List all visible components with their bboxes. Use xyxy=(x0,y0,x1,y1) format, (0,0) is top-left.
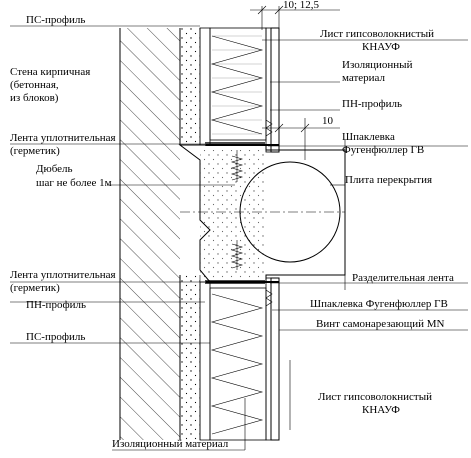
label-wall-2: (бетонная, xyxy=(10,79,59,91)
label-wall: Стена кирпичная xyxy=(10,66,90,78)
label-sealing-tape-top-2: (герметик) xyxy=(10,145,60,157)
label-dowel: Дюбель xyxy=(36,163,73,175)
label-ps-profile-bottom: ПС-профиль xyxy=(26,331,85,343)
plaster-layer xyxy=(180,28,201,440)
label-pn-profile-left: ПН-профиль xyxy=(26,299,86,311)
label-sealing-tape-top: Лента уплотнительная xyxy=(10,132,116,144)
dim-top-label: 10; 12,5 xyxy=(283,0,320,11)
label-pn-profile-right: ПН-профиль xyxy=(342,98,402,110)
label-wall-3: из блоков) xyxy=(10,92,59,104)
label-screw: Винт самонарезающий MN xyxy=(316,318,445,330)
label-gypsum-bottom: Лист гипсоволокнистый xyxy=(318,391,432,403)
label-gypsum-top-2: КНАУФ xyxy=(362,41,400,53)
label-separating-tape: Разделительная лента xyxy=(352,272,454,284)
left-leaders xyxy=(10,25,246,451)
dowel-bottom xyxy=(230,240,244,270)
lower-partition xyxy=(199,277,280,441)
label-putty: Шпаклевка xyxy=(342,131,395,143)
label-ps-profile-top: ПС-профиль xyxy=(26,14,85,26)
label-insulation-right: Изоляционный xyxy=(342,59,413,71)
label-insulation-bottom: Изоляционный материал xyxy=(112,438,229,450)
label-dowel-2: шаг не более 1м xyxy=(36,177,112,189)
label-sealing-tape-bottom-2: (герметик) xyxy=(10,282,60,294)
right-leaders xyxy=(262,39,468,430)
label-insulation-right-2: материал xyxy=(342,72,386,84)
label-slab: Плита перекрытия xyxy=(345,174,432,186)
label-putty-bottom: Шпаклевка Фугенфюллер ГВ xyxy=(310,298,448,310)
upper-partition xyxy=(199,27,280,153)
slab-end xyxy=(178,144,346,283)
dimension-gap: 10 xyxy=(262,115,340,160)
brick-wall xyxy=(119,28,181,440)
label-sealing-tape-bottom: Лента уплотнительная xyxy=(10,269,116,281)
label-gypsum-top: Лист гипсоволокнистый xyxy=(320,28,434,40)
dimension-top: 10; 12,5 xyxy=(250,0,340,30)
label-putty-2: Фугенфюллер ГВ xyxy=(342,144,424,156)
dowel-top xyxy=(230,150,244,182)
label-gypsum-bottom-2: КНАУФ xyxy=(362,404,400,416)
dim-gap-label: 10 xyxy=(322,115,334,127)
